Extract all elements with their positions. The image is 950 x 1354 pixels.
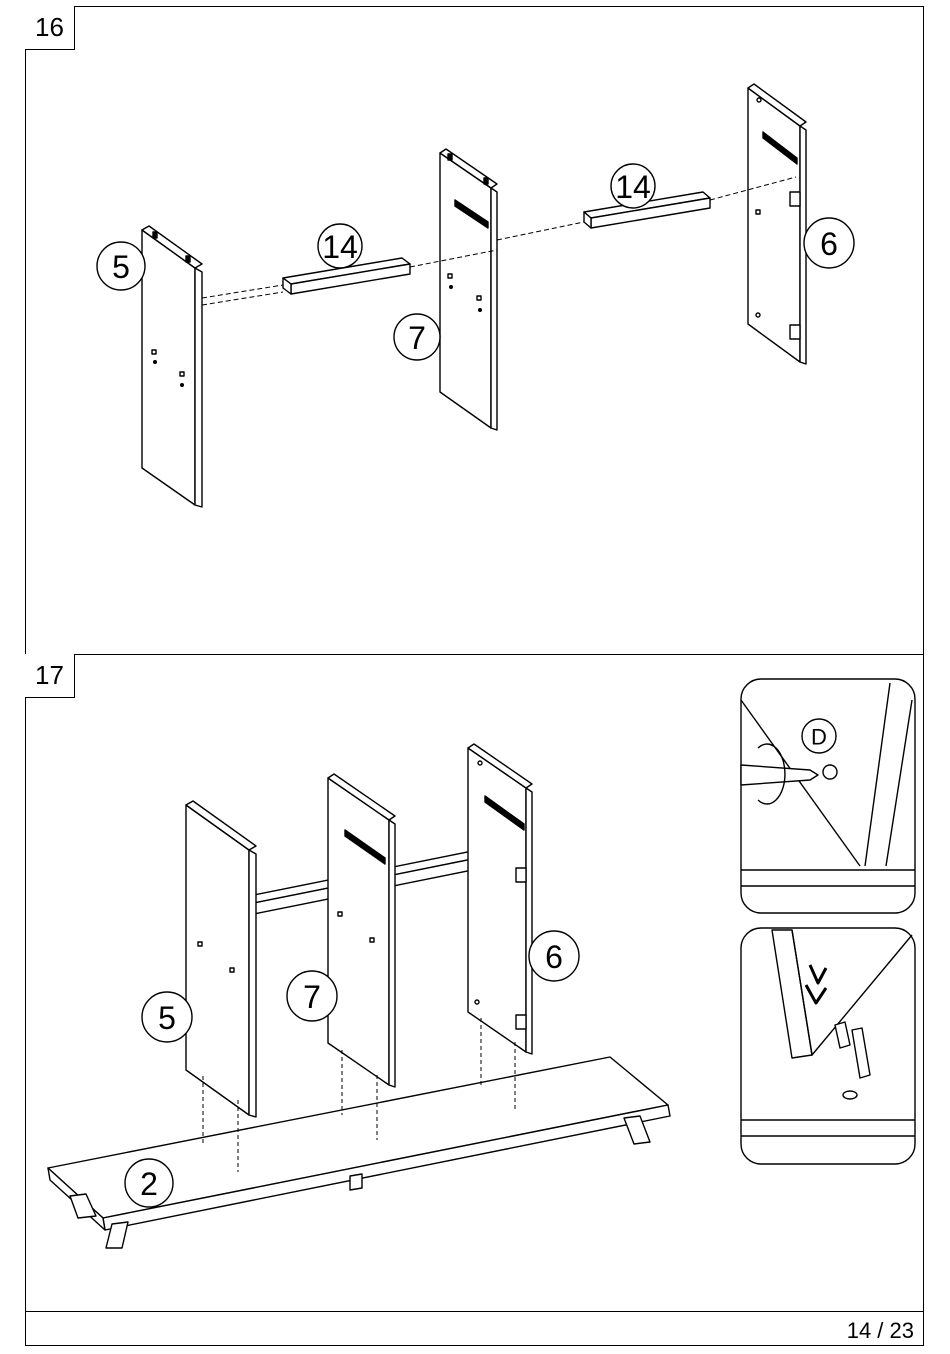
- callout-label: 7: [408, 320, 426, 356]
- callout-label: 6: [820, 226, 838, 262]
- callout-label: 7: [303, 979, 321, 1015]
- callout-label: 14: [615, 169, 651, 205]
- callout-label: 5: [112, 249, 130, 285]
- panel-7-drawing: [328, 774, 395, 1087]
- panel-5-drawing: [142, 226, 202, 507]
- callout-label: 6: [545, 939, 563, 975]
- panel-6-drawing: [468, 744, 532, 1054]
- panel-5-drawing: [186, 801, 256, 1117]
- panel-6-drawing: [748, 84, 806, 364]
- callout-label: 2: [140, 1166, 158, 1202]
- detail-dowel-drawing: [741, 928, 915, 1164]
- base-2-drawing: [48, 1057, 670, 1248]
- callout-label: D: [811, 725, 827, 750]
- panel-7-drawing: [440, 149, 497, 430]
- callout-label: 14: [322, 229, 358, 265]
- callout-label: 5: [158, 1000, 176, 1036]
- detail-screw-drawing: [741, 679, 915, 913]
